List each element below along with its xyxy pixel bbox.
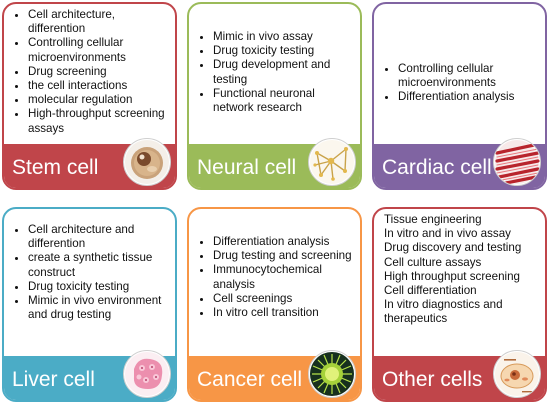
list-item: Cell screenings [213,292,352,306]
card-liver-cell: Cell architecture and differention creat… [2,207,177,402]
list-item: High-throughput screening assays [28,107,167,135]
card-title: Stem cell [12,156,99,179]
card-cancer-cell: Differentiation analysis Drug testing an… [187,207,362,402]
card-body: Controlling cellular microenvironments D… [374,58,545,105]
cardiac-muscle-icon [493,138,541,186]
list-item: Controlling cellular microenvironments [28,36,167,64]
list-item: Controlling cellular microenvironments [398,62,537,90]
card-title: Cardiac cell [382,156,492,179]
list-item: In vitro diagnostics and therapeutics [384,298,503,326]
cancer-cell-icon [308,350,356,398]
application-list: Cell architecture and differention creat… [14,223,167,322]
list-item: Cell architecture and differention [28,223,167,251]
list-item: Drug discovery and testing [384,241,522,255]
application-list: Tissue engineering In vitro and in vivo … [384,213,537,327]
card-title: Other cells [382,368,483,391]
card-body: Mimic in vivo assay Drug toxicity testin… [189,26,360,115]
card-body: Differentiation analysis Drug testing an… [189,231,360,320]
list-item: Cell differentiation [384,284,477,298]
list-item: Differentiation analysis [398,90,537,104]
card-other-cells: Tissue engineering In vitro and in vivo … [372,207,547,402]
list-item: molecular regulation [28,93,167,107]
list-item: Immunocytochemical analysis [213,263,352,291]
list-item: create a synthetic tissue construct [28,251,167,279]
list-item: Drug development and testing [213,58,352,86]
list-item: the cell interactions [28,79,167,93]
list-item: Mimic in vivo assay [213,30,352,44]
card-body: Tissue engineering In vitro and in vivo … [374,209,545,327]
application-list: Controlling cellular microenvironments D… [384,62,537,105]
card-title: Cancer cell [197,368,303,391]
list-item: Drug screening [28,65,167,79]
application-list: Differentiation analysis Drug testing an… [199,235,352,320]
card-title: Neural cell [197,156,297,179]
list-item: In vitro and in vivo assay [384,227,511,241]
list-item: High throughput screening [384,269,520,283]
card-body: Cell architecture and differention creat… [4,219,175,322]
list-item: Cell architecture, differention [28,8,167,36]
liver-tissue-icon [123,350,171,398]
card-body: Cell architecture, differention Controll… [4,4,175,136]
list-item: Tissue engineering [384,213,482,226]
card-title: Liver cell [12,368,95,391]
list-item: Functional neuronal network research [213,87,352,115]
cell-diagram-icon [493,350,541,398]
list-item: Drug testing and screening [213,249,352,263]
list-item: Drug toxicity testing [28,280,167,294]
neural-network-icon [308,138,356,186]
list-item: Cell culture assays [384,255,482,269]
card-stem-cell: Cell architecture, differention Controll… [2,2,177,190]
list-item: Mimic in vivo environment and drug testi… [28,294,167,322]
stem-cell-icon [123,138,171,186]
list-item: Drug toxicity testing [213,44,352,58]
application-list: Cell architecture, differention Controll… [14,8,167,136]
list-item: Differentiation analysis [213,235,352,249]
application-list: Mimic in vivo assay Drug toxicity testin… [199,30,352,115]
card-cardiac-cell: Controlling cellular microenvironments D… [372,2,547,190]
list-item: In vitro cell transition [213,306,352,320]
card-neural-cell: Mimic in vivo assay Drug toxicity testin… [187,2,362,190]
